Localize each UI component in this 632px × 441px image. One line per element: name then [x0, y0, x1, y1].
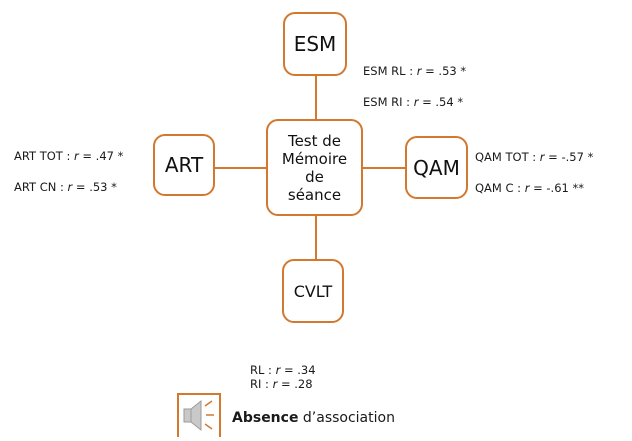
stat-r: r — [524, 181, 530, 195]
stat-label: ART TOT : — [14, 149, 74, 163]
stat-r: r — [275, 363, 281, 377]
node-qam-label: QAM — [413, 155, 460, 180]
stat-label: ESM RL : — [363, 64, 417, 78]
stat-art-cn: ART CN : r = .53 * — [14, 180, 117, 194]
node-art-label: ART — [164, 153, 204, 177]
speaker-muted-glyph — [183, 399, 214, 432]
node-art: ART — [153, 134, 215, 196]
stat-value: = -.61 ** — [529, 181, 584, 195]
speaker-muted-icon — [177, 393, 221, 437]
stat-value: = .34 — [280, 363, 316, 377]
node-cvlt: CVLT — [282, 259, 344, 323]
stat-ri: RI : r = .28 — [250, 377, 313, 391]
stat-value: = .54 * — [418, 95, 464, 109]
stat-value: = .53 * — [421, 64, 467, 78]
node-test-memoire-label: Test de Mémoire de séance — [281, 131, 348, 204]
stat-esm-rl: ESM RL : r = .53 * — [363, 64, 466, 78]
stat-r: r — [416, 64, 422, 78]
stat-label: RL : — [250, 363, 276, 377]
stat-r: r — [272, 377, 278, 391]
node-esm: ESM — [283, 12, 347, 76]
stat-qam-tot: QAM TOT : r = -.57 * — [475, 150, 593, 164]
stat-r: r — [74, 149, 79, 163]
stat-qam-c: QAM C : r = -.61 ** — [475, 181, 584, 195]
node-test-memoire: Test de Mémoire de séance — [266, 119, 363, 216]
stat-value: = -.57 * — [544, 150, 594, 164]
node-cvlt-label: CVLT — [293, 281, 333, 301]
stat-value: = .28 — [277, 377, 313, 391]
legend-text: Absence d’association — [232, 410, 395, 426]
stat-label: QAM C : — [475, 181, 525, 195]
stat-label: ESM RI : — [363, 95, 414, 109]
stat-value: = .53 * — [72, 180, 117, 194]
stat-art-tot: ART TOT : r = .47 * — [14, 149, 123, 163]
stat-label: QAM TOT : — [475, 150, 540, 164]
stat-label: ART CN : — [14, 180, 68, 194]
node-esm-label: ESM — [293, 32, 337, 56]
stat-r: r — [67, 180, 73, 194]
stat-rl: RL : r = .34 — [250, 363, 316, 377]
stat-r: r — [539, 150, 545, 164]
stat-label: RI : — [250, 377, 273, 391]
stat-value: = .47 * — [78, 149, 124, 163]
stat-r: r — [413, 95, 419, 109]
stat-esm-ri: ESM RI : r = .54 * — [363, 95, 463, 109]
legend-rest: d’association — [298, 410, 395, 426]
legend-bold: Absence — [232, 410, 299, 426]
node-qam: QAM — [405, 136, 468, 199]
